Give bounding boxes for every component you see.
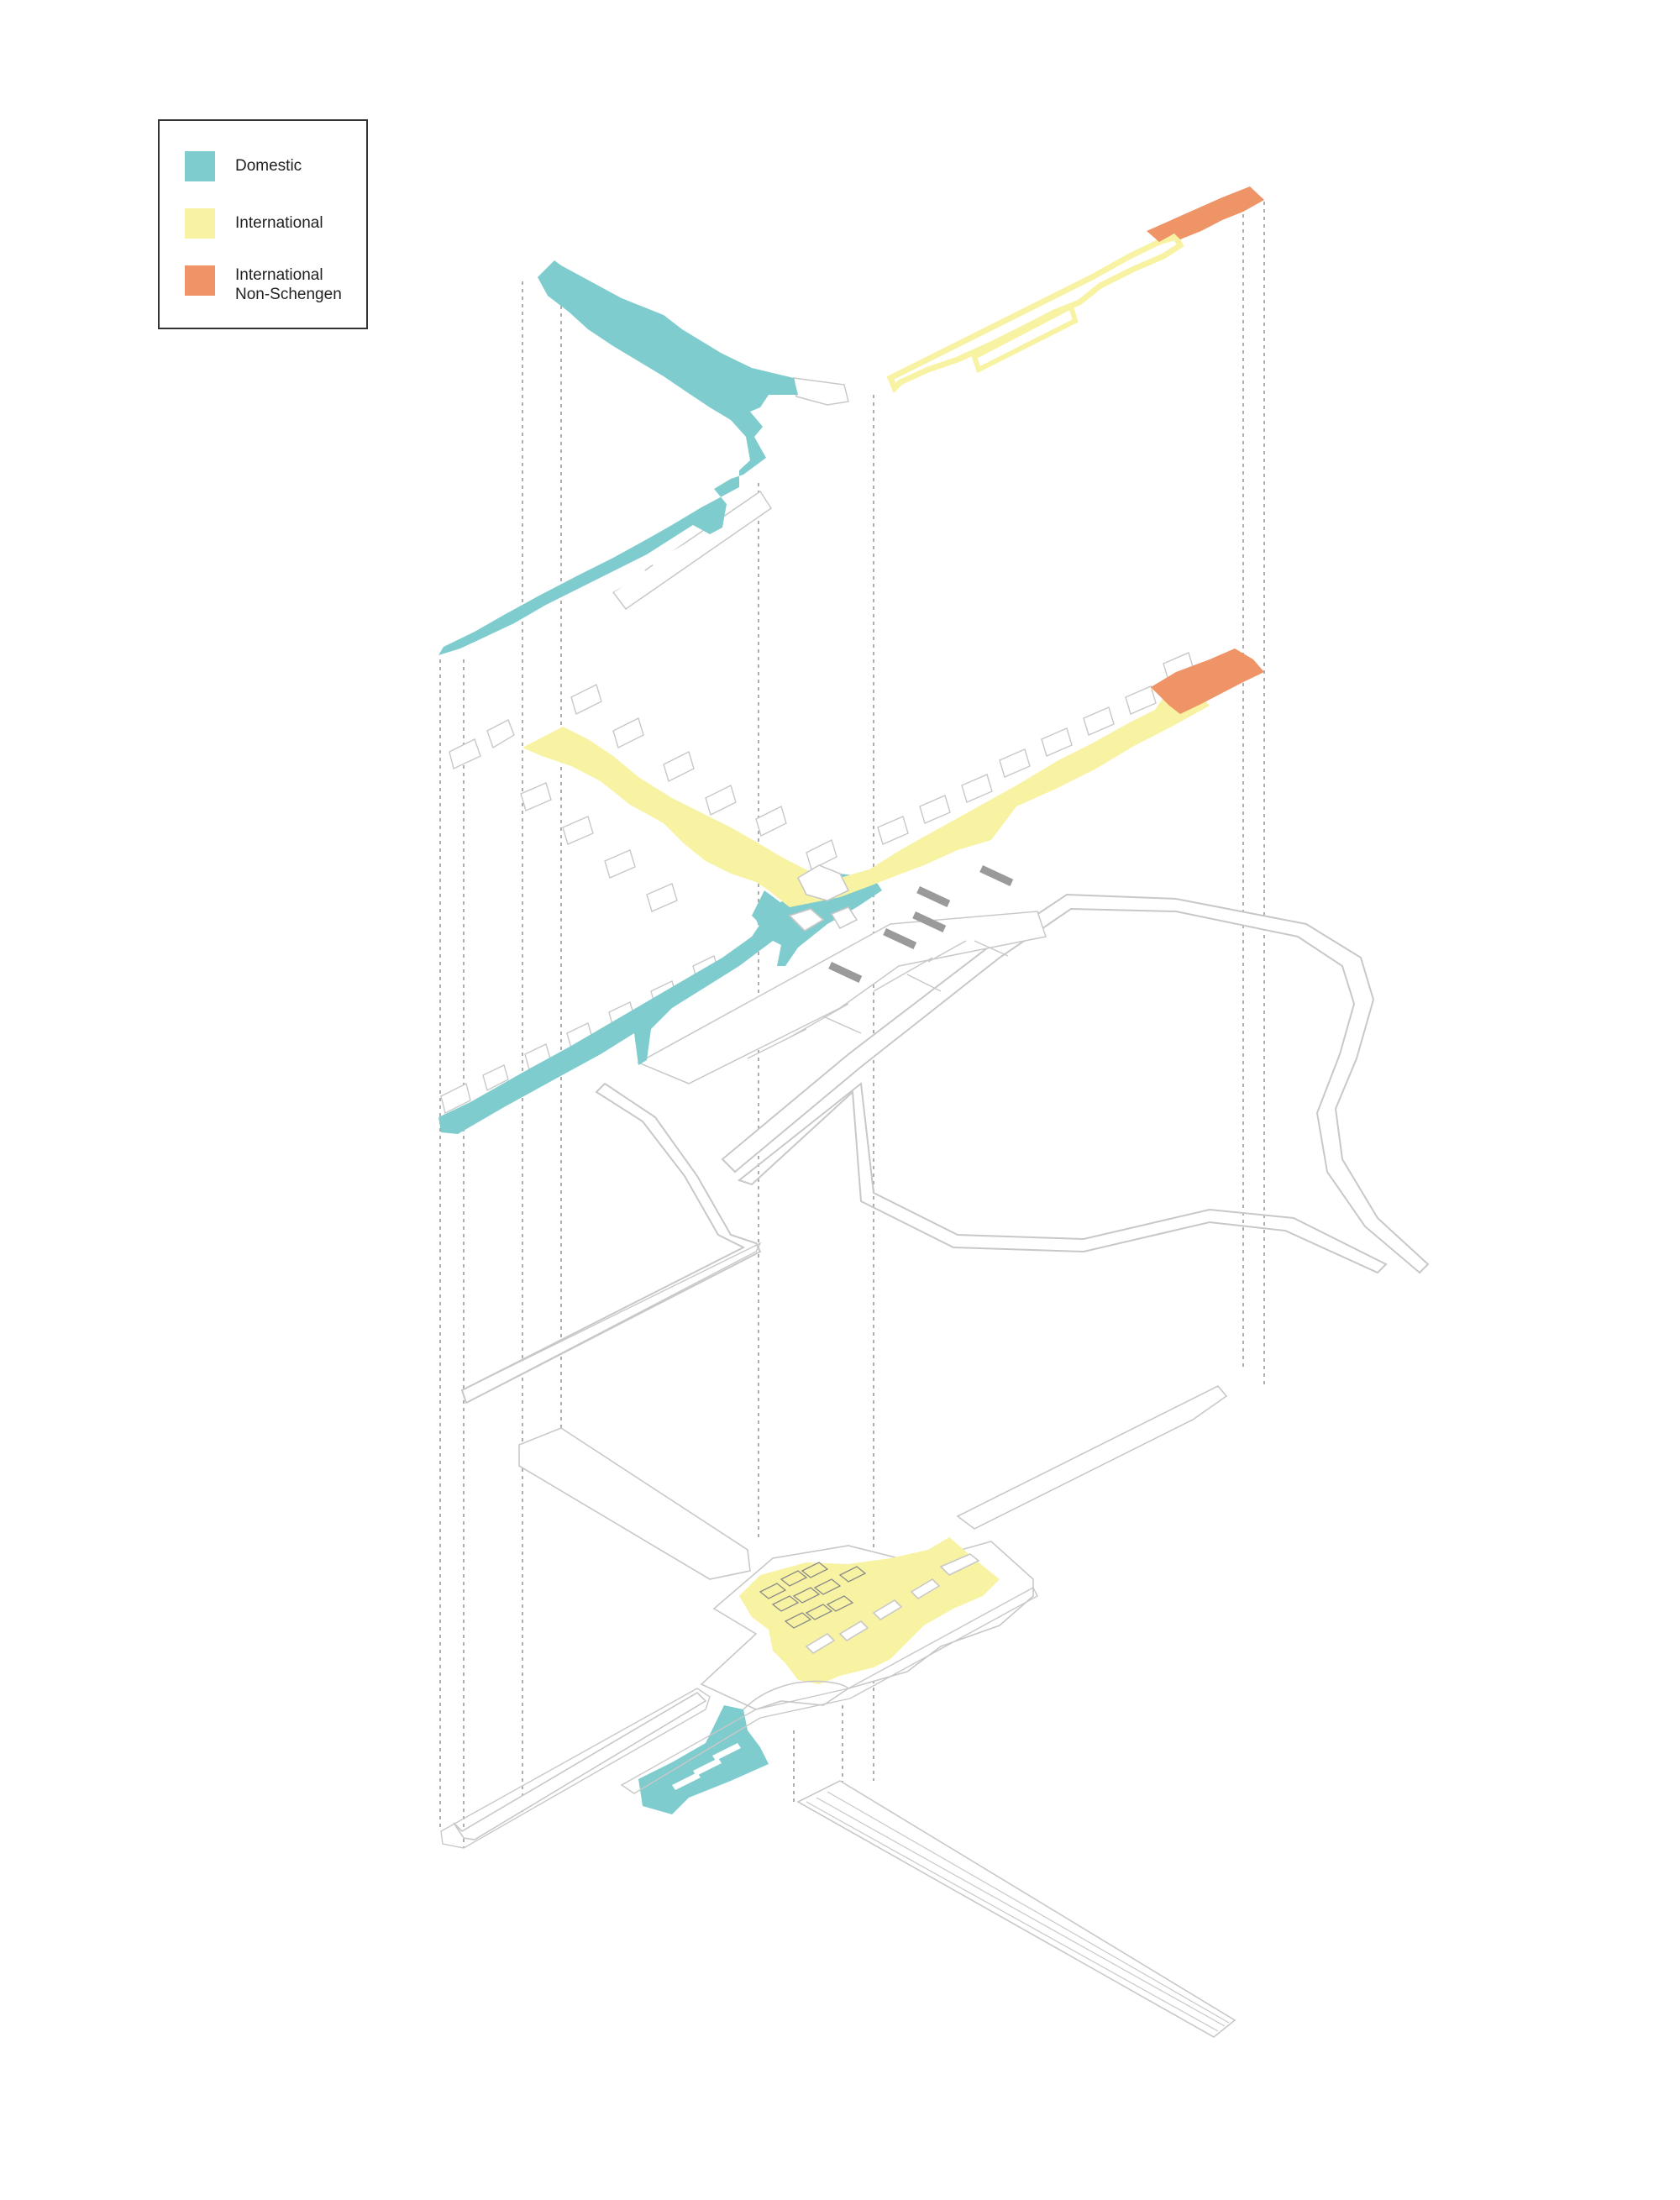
top-level-non-schengen-area xyxy=(1147,186,1264,242)
lower-level-left-block xyxy=(518,1427,751,1580)
legend: Domestic International International Non… xyxy=(158,119,368,329)
middle-level-domestic-area xyxy=(438,890,785,1134)
lower-level-rail-lines xyxy=(806,1791,1230,2032)
lower-level-bottom-left-outline xyxy=(440,1688,711,1849)
lower-level-plan xyxy=(440,1385,1236,2038)
legend-label-domestic: Domestic xyxy=(235,157,302,175)
top-level-domestic-openings xyxy=(588,542,693,603)
lower-level-bottom-left-block xyxy=(453,1691,707,1840)
middle-level-access-road xyxy=(460,1082,762,1405)
legend-swatch-domestic xyxy=(185,151,215,181)
lower-level-right-block xyxy=(956,1385,1228,1530)
middle-level-lower-left-strip xyxy=(461,1242,762,1405)
lower-level-baggage-carousels xyxy=(805,1553,980,1655)
middle-level-interior-walls xyxy=(747,940,1009,1059)
middle-level-ring-road xyxy=(721,893,1430,1274)
legend-item-domestic: Domestic xyxy=(185,151,302,181)
middle-level-courtyard xyxy=(788,864,858,932)
lower-level-international-area xyxy=(739,1537,1000,1684)
legend-label-non-schengen: International Non-Schengen xyxy=(235,266,342,303)
legend-item-international: International xyxy=(185,208,323,239)
legend-swatch-international xyxy=(185,208,215,239)
middle-level-international-area xyxy=(522,672,1210,907)
top-level-international-area xyxy=(886,233,1184,394)
lower-level-frontage-edge xyxy=(620,1587,1038,1794)
vertical-guide-lines xyxy=(439,202,1265,1848)
middle-level-non-schengen-area xyxy=(1151,648,1264,714)
lower-level-rail-tracks xyxy=(796,1780,1236,2038)
middle-level-ring-inner xyxy=(737,1082,1388,1274)
middle-level-security-lanes xyxy=(828,864,1014,984)
middle-level-plan xyxy=(438,648,1430,1405)
top-level-outline-tip xyxy=(793,377,849,406)
legend-item-non-schengen: International Non-Schengen xyxy=(185,265,342,304)
middle-level-landside-building xyxy=(637,911,1047,1084)
lower-level-shop-cluster xyxy=(759,1562,867,1629)
top-level-domestic-area xyxy=(438,260,798,655)
top-level-international-loop xyxy=(971,302,1079,374)
top-level-plan xyxy=(438,186,1264,655)
lower-level-curved-frontage xyxy=(743,1680,849,1710)
legend-label-international: International xyxy=(235,214,323,232)
legend-swatch-non-schengen xyxy=(185,265,215,296)
lower-level-domestic-carousels xyxy=(672,1743,741,1790)
